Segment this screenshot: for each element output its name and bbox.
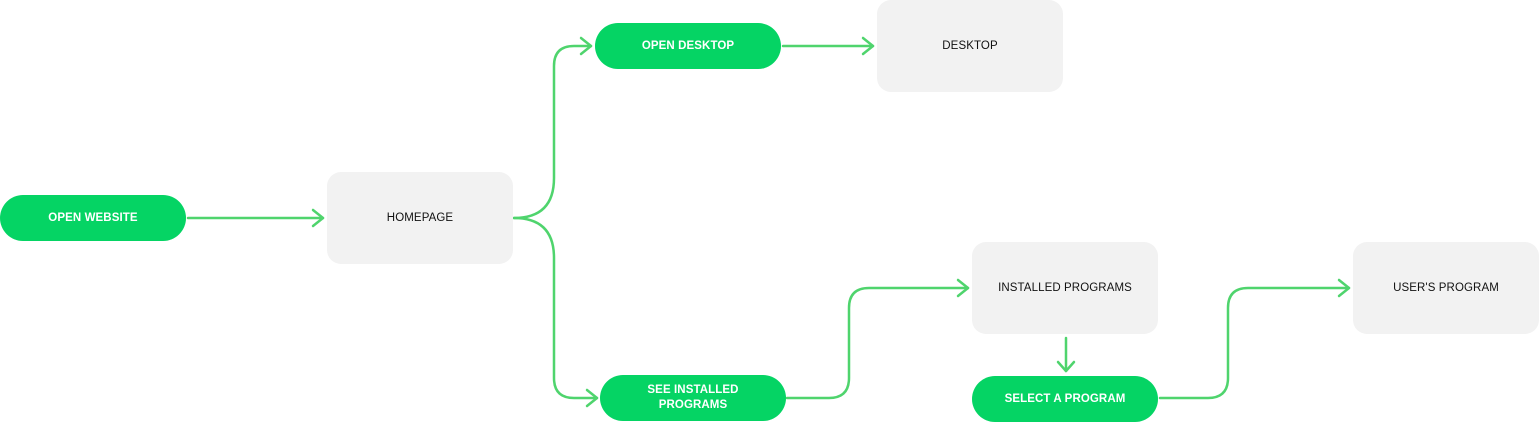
select-a-program-node[interactable]: SELECT A PROGRAM xyxy=(972,376,1158,422)
users-program-label: USER'S PROGRAM xyxy=(1393,281,1499,294)
installed-programs-node: INSTALLED PROGRAMS xyxy=(972,242,1158,334)
users-program-node: USER'S PROGRAM xyxy=(1353,242,1539,334)
see-installed-programs-node[interactable]: SEE INSTALLED PROGRAMS xyxy=(600,375,786,421)
edge-homepage-to-open-desktop xyxy=(512,44,593,220)
installed-programs-label: INSTALLED PROGRAMS xyxy=(998,281,1132,294)
open-website-label: OPEN WEBSITE xyxy=(48,211,138,224)
desktop-label: DESKTOP xyxy=(942,39,998,52)
open-desktop-label: OPEN DESKTOP xyxy=(641,39,735,52)
arrowhead-installed xyxy=(956,278,970,298)
arrowhead-see-installed xyxy=(585,388,599,408)
arrowhead-homepage xyxy=(311,208,325,228)
select-a-program-label: SELECT A PROGRAM xyxy=(1004,392,1126,405)
homepage-label: HOMEPAGE xyxy=(386,211,454,224)
arrowhead-users-program xyxy=(1337,278,1351,298)
open-website-node[interactable]: OPEN WEBSITE xyxy=(0,195,186,241)
edge-homepage-to-see-installed xyxy=(512,216,599,400)
arrowhead-desktop xyxy=(861,36,875,56)
edge-select-to-users-program xyxy=(1158,286,1351,400)
homepage-node: HOMEPAGE xyxy=(327,172,513,264)
see-installed-programs-label: SEE INSTALLED PROGRAMS xyxy=(647,384,739,411)
arrowhead-open-desktop xyxy=(579,36,593,56)
edge-see-installed-to-installed xyxy=(785,286,970,400)
open-desktop-node[interactable]: OPEN DESKTOP xyxy=(595,23,781,69)
arrowhead-select xyxy=(1056,360,1076,373)
desktop-node: DESKTOP xyxy=(877,0,1063,92)
